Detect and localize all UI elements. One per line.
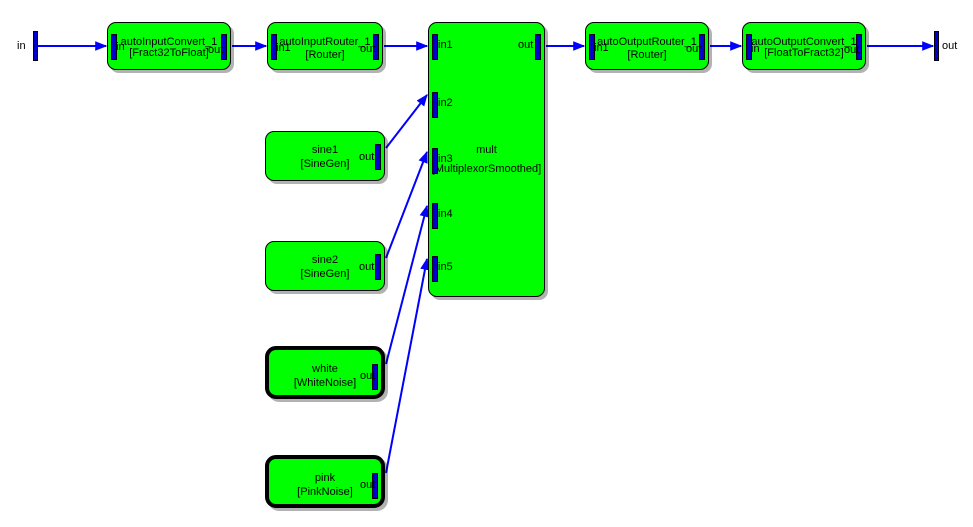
block-title-pink: pink: [314, 472, 336, 484]
block-title-mult: mult: [476, 144, 497, 156]
block-title-autoInputRouter_1: autoInputRouter_1: [279, 36, 371, 48]
port-label-autoOutputRouter_1-out: out: [686, 43, 702, 55]
block-title-sine2: sine2: [311, 254, 339, 266]
block-type-autoOutputConvert_1: [FloatToFract32]: [764, 47, 844, 59]
block-sine1[interactable]: sine1 [SineGen] out: [265, 131, 385, 181]
port-autoOutputRouter_1-in1[interactable]: [589, 34, 595, 60]
terminal-out[interactable]: [934, 31, 939, 61]
block-autoInputConvert_1[interactable]: autoInputConvert_1[Fract32ToFloat] in out: [107, 22, 231, 70]
port-label-mult-out: out: [518, 39, 534, 51]
port-autoInputRouter_1-in1[interactable]: [271, 34, 277, 60]
terminal-label-in: in: [17, 40, 26, 52]
block-type-white: [WhiteNoise]: [293, 377, 357, 389]
port-mult-in1[interactable]: [432, 34, 438, 60]
port-label-autoOutputRouter_1-in1: in1: [594, 42, 609, 54]
block-autoInputRouter_1[interactable]: autoInputRouter_1[Router] in1 out: [267, 22, 383, 70]
port-pink-out[interactable]: [372, 473, 378, 499]
port-mult-out[interactable]: [535, 34, 541, 60]
block-type-pink: [PinkNoise]: [297, 486, 353, 498]
port-label-white-out: out: [360, 370, 376, 382]
port-autoOutputConvert_1-out[interactable]: [856, 34, 862, 60]
block-type-mult: [MultiplexorSmoothed]: [431, 163, 542, 175]
port-sine1-out[interactable]: [375, 144, 381, 170]
block-mult[interactable]: mult [MultiplexorSmoothed] in1 in2 in3 in4 in5…: [428, 22, 545, 297]
port-label-autoInputRouter_1-in1: in1: [276, 42, 291, 54]
port-mult-in2[interactable]: [432, 92, 438, 118]
block-white[interactable]: white [WhiteNoise]out: [265, 346, 385, 399]
block-type-autoOutputRouter_1: [Router]: [627, 49, 667, 61]
block-type-sine1: [SineGen]: [300, 158, 350, 170]
block-title-autoInputConvert_1: autoInputConvert_1: [120, 36, 218, 48]
port-label-sine2-out: out: [359, 261, 375, 273]
block-title-white: white: [312, 363, 338, 375]
block-type-autoInputRouter_1: [Router]: [305, 49, 345, 61]
wire-white-to-mult-in4[interactable]: [385, 204, 429, 365]
port-label-mult-in2: in2: [438, 97, 453, 109]
block-sine2[interactable]: sine2 [SineGen] out: [265, 241, 385, 291]
port-mult-in5[interactable]: [432, 256, 438, 282]
port-sine2-out[interactable]: [375, 254, 381, 280]
port-autoInputConvert_1-in[interactable]: [111, 34, 117, 60]
port-mult-in4[interactable]: [432, 203, 438, 229]
port-label-pink-out: out: [360, 479, 376, 491]
block-autoOutputRouter_1[interactable]: autoOutputRouter_1[Router] in1 out: [585, 22, 709, 70]
port-label-mult-in3: in3: [438, 153, 453, 165]
port-mult-in3[interactable]: [432, 148, 438, 174]
port-label-autoInputConvert_1-in: in: [116, 41, 125, 53]
block-title-autoOutputRouter_1: autoOutputRouter_1: [597, 36, 697, 48]
port-autoInputRouter_1-out[interactable]: [373, 34, 379, 60]
port-autoOutputConvert_1-in[interactable]: [746, 34, 752, 60]
port-label-sine1-out: out: [359, 151, 375, 163]
terminal-in[interactable]: [33, 31, 38, 61]
wire-sine2-to-mult-in3[interactable]: [385, 150, 428, 259]
wire-sine1-to-mult-in2[interactable]: [385, 94, 428, 149]
block-title-sine1: sine1: [311, 144, 339, 156]
wire-pink-to-mult-in5[interactable]: [385, 257, 430, 474]
port-white-out[interactable]: [372, 364, 378, 390]
block-pink[interactable]: pink [PinkNoise] out: [265, 455, 385, 508]
port-autoInputConvert_1-out[interactable]: [221, 34, 227, 60]
block-type-sine2: [SineGen]: [300, 268, 350, 280]
block-autoOutputConvert_1[interactable]: autoOutputConvert_1[FloatToFract32] in out: [742, 22, 866, 70]
block-title-autoOutputConvert_1: autoOutputConvert_1: [751, 36, 857, 48]
port-label-autoOutputConvert_1-in: in: [751, 43, 760, 55]
port-label-mult-in5: in5: [438, 261, 453, 273]
port-label-autoOutputConvert_1-out: out: [844, 44, 860, 56]
port-label-autoInputRouter_1-out: out: [360, 43, 376, 55]
block-type-autoInputConvert_1: [Fract32ToFloat]: [129, 47, 209, 59]
port-label-autoInputConvert_1-out: out: [208, 44, 224, 56]
terminal-label-out: out: [942, 40, 958, 52]
port-label-mult-in1: in1: [438, 39, 453, 51]
port-label-mult-in4: in4: [438, 208, 453, 220]
port-autoOutputRouter_1-out[interactable]: [699, 34, 705, 60]
